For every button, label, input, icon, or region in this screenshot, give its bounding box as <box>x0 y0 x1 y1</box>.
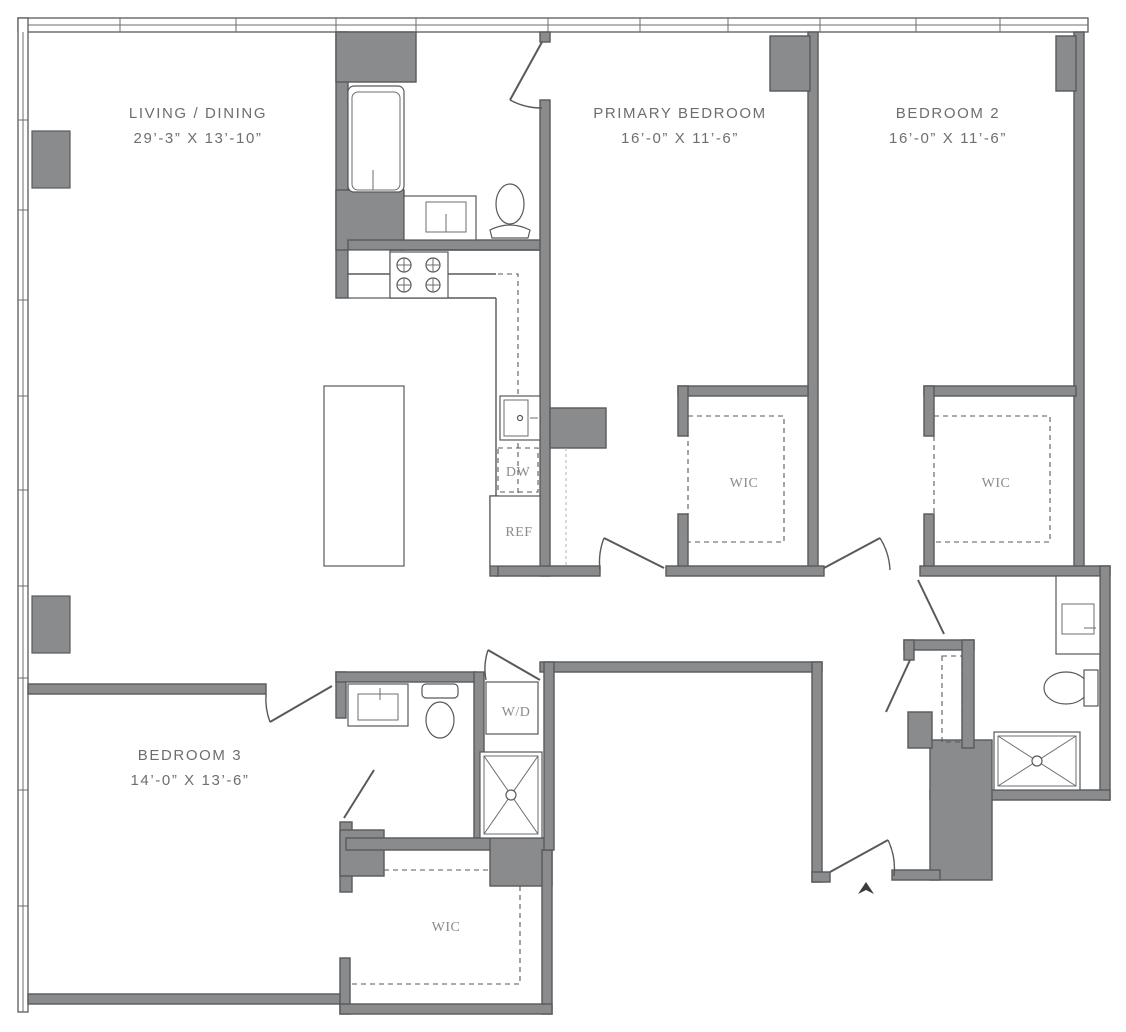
entry-arrow-icon <box>858 882 874 894</box>
bedroom3-wic-shelf <box>350 869 521 985</box>
refrigerator-label: REF <box>505 525 532 540</box>
bathtub-icon <box>347 85 405 193</box>
interior-walls <box>27 31 1111 1015</box>
kitchen-island <box>323 385 405 567</box>
primary-wic-label: WIC <box>730 476 759 491</box>
kitchen: DW REF <box>323 249 541 567</box>
vanity-sink-icon <box>403 195 477 241</box>
living-dining-name: LIVING / DINING <box>129 105 267 122</box>
column <box>31 595 71 654</box>
bedroom-3-name: BEDROOM 3 <box>138 747 242 764</box>
toilet-icon <box>1043 671 1089 705</box>
bedroom-3-dims: 14’-0” X 13’-6” <box>130 772 249 789</box>
washer-dryer-label: W/D <box>502 705 531 720</box>
vanity-sink-icon <box>1055 575 1101 655</box>
bath-right <box>993 575 1101 791</box>
linen-closet-shelf <box>941 655 963 743</box>
bedroom2-wic-label: WIC <box>982 476 1011 491</box>
primary-bedroom-name: PRIMARY BEDROOM <box>593 105 766 122</box>
dishwasher <box>497 447 539 493</box>
bath-top <box>347 41 543 241</box>
bath-3 <box>347 683 543 839</box>
doors <box>265 448 945 877</box>
column <box>31 130 71 189</box>
cooktop-icon <box>389 251 449 299</box>
living-dining-dims: 29’-3” X 13’-10” <box>134 130 263 147</box>
dishwasher-label: DW <box>506 465 531 480</box>
toilet-icon <box>425 701 455 739</box>
bedroom2-wic-shelf <box>933 415 1051 543</box>
toilet-icon <box>495 183 525 225</box>
bedroom-2-name: BEDROOM 2 <box>896 105 1000 122</box>
window-wall-left <box>17 17 29 1013</box>
window-wall-top <box>17 17 1089 33</box>
washer-dryer <box>485 681 539 735</box>
primary-wic-shelf <box>687 415 785 543</box>
bedroom-2-dims: 16’-0” X 11’-6” <box>889 130 1007 147</box>
primary-bedroom-dims: 16’-0” X 11’-6” <box>621 130 739 147</box>
bedroom3-wic-label: WIC <box>432 920 461 935</box>
refrigerator <box>489 495 541 567</box>
